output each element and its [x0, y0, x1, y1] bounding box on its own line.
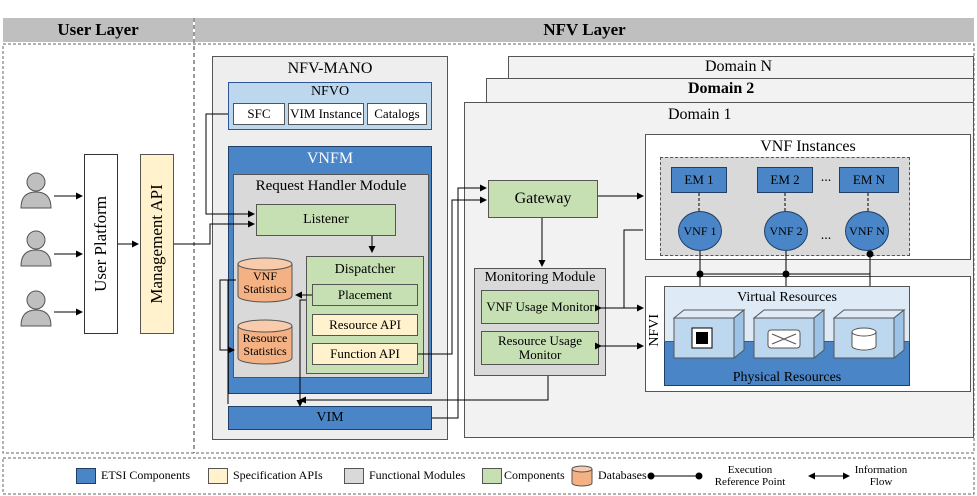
user-layer-header: User Layer	[3, 18, 193, 42]
gateway-box: Gateway	[488, 180, 598, 218]
user-platform-box: User Platform	[84, 154, 118, 334]
vnf-n-circle: VNF N	[845, 211, 889, 251]
vnf-1-circle: VNF 1	[678, 211, 722, 251]
legend-etsi-label: ETSI Components	[101, 468, 190, 482]
nfv-mano-title: NFV-MANO	[287, 60, 373, 77]
resource-statistics-label: Resource Statistics	[242, 331, 288, 358]
user-icon	[20, 172, 52, 209]
legend-execution-symbol	[647, 472, 703, 480]
nfv-layer-header: NFV Layer	[195, 18, 974, 42]
vnf-statistics-db-icon	[237, 257, 293, 303]
legend-components-swatch	[482, 468, 502, 484]
nfvo-item-vim-instance: VIM Instance	[288, 103, 364, 125]
function-api-box: Function API	[312, 343, 418, 365]
physical-resources-label: Physical Resources	[732, 370, 842, 385]
vnf-usage-monitor-box: VNF Usage Monitor	[481, 290, 599, 324]
vnf-2-circle: VNF 2	[764, 211, 808, 251]
placement-box: Placement	[312, 284, 418, 306]
nfvo-title: NFVO	[310, 84, 350, 99]
user-icon	[20, 290, 52, 327]
legend-database-icon	[571, 465, 593, 487]
vnfm-title: VNFM	[306, 150, 354, 167]
dispatcher-title: Dispatcher	[334, 262, 396, 277]
resource-usage-monitor-box: Resource Usage Monitor	[481, 331, 599, 365]
storage-resource-icon	[832, 308, 906, 360]
legend-execution-label: Execution Reference Point	[710, 464, 790, 488]
listener-box: Listener	[256, 204, 396, 236]
em-1-box: EM 1	[671, 167, 727, 193]
resource-statistics-db-icon	[237, 319, 293, 365]
vnf-statistics-label: VNF Statistics	[243, 269, 287, 296]
em-2-box: EM 2	[757, 167, 813, 193]
management-api-box: Management API	[140, 154, 174, 334]
resource-api-box: Resource API	[312, 314, 418, 336]
monitoring-title: Monitoring Module	[484, 270, 596, 285]
domain-2-label: Domain 2	[688, 80, 755, 97]
vnf-instances-title: VNF Instances	[760, 138, 856, 155]
legend-etsi-swatch	[76, 468, 96, 484]
vnf-ellipsis: ...	[820, 227, 832, 243]
em-n-box: EM N	[839, 167, 899, 193]
legend-spec-label: Specification APIs	[233, 468, 323, 482]
legend-information-line2: Flow	[869, 476, 893, 488]
legend-databases-label: Databases	[598, 468, 647, 482]
legend-information-label: Information Flow	[846, 464, 916, 488]
domain-1-label: Domain 1	[668, 106, 732, 123]
virtual-resources-label: Virtual Resources	[737, 290, 837, 305]
legend-spec-swatch	[208, 468, 228, 484]
network-resource-icon	[752, 308, 826, 360]
domain-n-label: Domain N	[705, 58, 773, 75]
nfvo-item-catalogs: Catalogs	[367, 103, 427, 125]
em-ellipsis: ...	[820, 169, 832, 185]
request-handler-title: Request Handler Module	[255, 178, 407, 194]
user-icon	[20, 230, 52, 267]
cpu-resource-icon	[672, 308, 746, 360]
legend-information-symbol	[808, 472, 850, 480]
legend-information-line1: Information	[854, 464, 908, 476]
nfvo-item-sfc: SFC	[233, 103, 285, 125]
legend-functional-label: Functional Modules	[369, 468, 466, 482]
legend-execution-line1: Execution	[727, 464, 773, 476]
legend-components-label: Components	[504, 468, 565, 482]
legend-execution-line2: Reference Point	[714, 476, 786, 488]
legend-functional-swatch	[344, 468, 364, 484]
vim-box: VIM	[228, 406, 432, 430]
resource-cubes	[672, 308, 906, 360]
